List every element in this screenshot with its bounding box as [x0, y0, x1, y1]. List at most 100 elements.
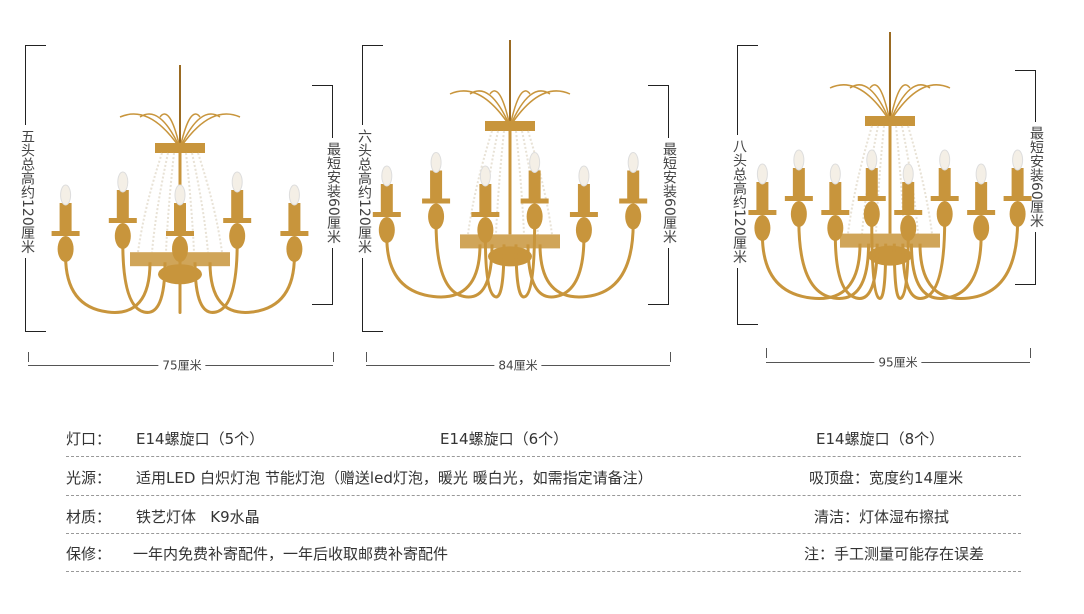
drip-pan [166, 231, 194, 236]
crystal-strand [137, 152, 163, 253]
crystal-strand [521, 130, 539, 235]
bowl [488, 246, 532, 267]
drip-pan [280, 231, 309, 236]
candle-sleeve [479, 184, 492, 212]
spec-label: 灯口： [66, 430, 112, 448]
bulb [529, 152, 541, 173]
spec-value: E14螺旋口（6个） [440, 430, 569, 448]
decor-arm [509, 90, 571, 127]
candle-cup [863, 201, 880, 227]
width-label: 84厘米 [494, 356, 542, 374]
spec-value: 适用LED 白炽灯泡 节能灯泡（赠送led灯泡，暖光 暖白光，如需指定请备注） [136, 469, 653, 487]
candle-sleeve [231, 190, 244, 218]
decor-arm [119, 113, 181, 149]
width-label: 75厘米 [158, 356, 206, 374]
candle-cup [526, 203, 543, 230]
spec-value: 注：手工测量可能存在误差 [804, 545, 985, 563]
candle-arm [385, 236, 482, 299]
candle-cup [936, 201, 953, 227]
crystal-strand [495, 130, 505, 235]
candle-sleeve [938, 168, 951, 196]
ring [460, 234, 560, 249]
bulb [288, 184, 300, 206]
drip-pan [471, 212, 500, 217]
drip-pan [520, 198, 549, 204]
crystal-strand [467, 130, 493, 235]
candle-arm [909, 234, 983, 300]
height-label: 八头总高约120厘米 [729, 135, 749, 268]
chandelier-image [51, 65, 309, 314]
spec-value: 清洁：灯体湿布擦拭 [814, 508, 950, 526]
decor-arm [449, 90, 511, 127]
bulb [479, 165, 491, 187]
spec-value: 铁艺灯体 K9水晶 [136, 508, 260, 526]
spec-row-light: 光源： 适用LED 白炽灯泡 节能灯泡（赠送led灯泡，暖光 暖白光，如需指定请… [66, 459, 1021, 497]
spec-value: 吸顶盘：宽度约14厘米 [809, 469, 964, 487]
divider [66, 571, 1021, 572]
candle-arm [483, 236, 506, 299]
min-install-label: 最短安装60厘米 [659, 138, 679, 248]
candle-sleeve [627, 170, 640, 199]
candle-cup [229, 223, 246, 249]
crystal-strand [481, 130, 499, 235]
candle-cup [57, 236, 74, 262]
spec-value: E14螺旋口（5个） [136, 430, 265, 448]
width-tick [766, 348, 767, 358]
candle-arm [121, 242, 167, 314]
candle-sleeve [59, 203, 72, 231]
decor-arm [489, 90, 511, 127]
bulb [1012, 149, 1024, 171]
candle-cup [172, 236, 188, 262]
candle-sleeve [902, 182, 915, 210]
candle-sleeve [380, 184, 393, 212]
width-label: 95厘米 [874, 353, 922, 371]
drip-pan [967, 210, 996, 215]
candle-arm [901, 220, 947, 300]
spec-label: 光源： [66, 469, 112, 487]
bulb [60, 184, 72, 206]
candle-sleeve [865, 168, 878, 196]
candle-cup [378, 217, 395, 243]
decor-arm [469, 90, 511, 127]
spec-value: E14螺旋口（8个） [816, 430, 945, 448]
candle-arm [892, 234, 910, 300]
bulb [381, 165, 393, 187]
candle-arm [797, 220, 871, 300]
height-label: 六头总高约120厘米 [354, 125, 374, 258]
candle-cup [428, 203, 445, 230]
crystal-strand [907, 125, 933, 234]
bulb [174, 184, 186, 206]
bulb [117, 171, 129, 193]
crystal-strand [151, 152, 169, 253]
decor-arm [889, 84, 911, 122]
bulb [829, 163, 841, 185]
drip-pan [372, 212, 401, 217]
decor-arm [509, 90, 531, 127]
width-tick [333, 352, 334, 362]
candle-sleeve [792, 168, 805, 196]
spec-row-material: 材质： 铁艺灯体 K9水晶 清洁：灯体湿布擦拭 [66, 498, 1021, 536]
crystal-strand [515, 130, 525, 235]
candle-arm [434, 223, 494, 299]
candle-sleeve [756, 182, 769, 210]
candle-arm [870, 220, 888, 300]
drip-pan [51, 231, 80, 236]
candle-cup [1009, 201, 1026, 227]
drip-pan [223, 218, 252, 223]
candle-arm [193, 242, 239, 314]
candle-arm [760, 234, 862, 300]
drip-pan [930, 196, 959, 201]
candle-arm [538, 223, 635, 299]
candle-cup [790, 201, 807, 227]
spec-row-socket: 灯口： E14螺旋口（5个） E14螺旋口（6个） E14螺旋口（8个） [66, 420, 1021, 458]
candle-arm [208, 255, 296, 314]
divider [66, 456, 1021, 457]
drip-pan [894, 210, 923, 215]
bulb [793, 149, 805, 171]
chandelier-image [372, 40, 648, 299]
decor-arm [179, 113, 201, 149]
candle-sleeve [174, 203, 186, 231]
candle-arm [514, 223, 537, 299]
bulb [430, 152, 442, 173]
bulb [578, 165, 590, 187]
